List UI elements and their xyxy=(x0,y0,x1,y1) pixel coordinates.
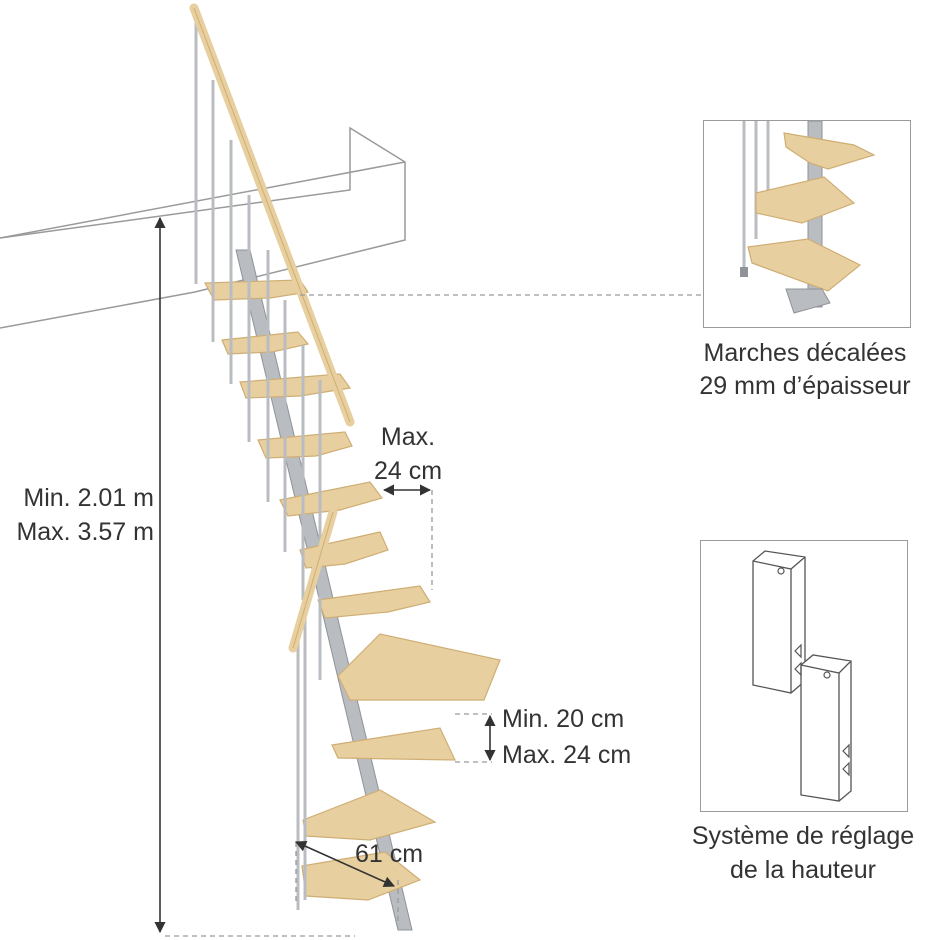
reference-lines xyxy=(165,294,703,937)
tread-1 xyxy=(204,279,310,301)
inset-height-adjustment-caption-line2: de la hauteur xyxy=(730,856,876,884)
tread-7 xyxy=(317,585,431,619)
tread-5 xyxy=(279,481,384,517)
width-label: 61 cm xyxy=(355,840,424,868)
tread-10 xyxy=(302,789,437,841)
height-min-label: Min. 2.01 m xyxy=(23,484,154,512)
floor-slab xyxy=(0,126,406,329)
stair-stringer xyxy=(235,249,413,931)
tread-4 xyxy=(257,431,353,459)
inset-offset-treads-caption-line1: Marches décalées xyxy=(703,339,907,367)
offset-treads-drawing xyxy=(740,121,876,314)
tread-9 xyxy=(331,727,456,761)
rise-max-label: Max. 24 cm xyxy=(502,741,632,769)
height-adjustment-drawing xyxy=(752,550,852,802)
tread-depth-label-line1: Max. xyxy=(380,423,436,451)
inset-offset-treads-caption-line2: 29 mm d’épaisseur xyxy=(699,372,911,400)
rise-min-label: Min. 20 cm xyxy=(502,705,625,733)
handrail-upper-edge xyxy=(193,7,351,423)
inset-offset-treads xyxy=(703,120,911,328)
width-arrow xyxy=(294,841,396,887)
inset-height-adjustment xyxy=(700,540,908,812)
tread-depth-label-line2: 24 cm xyxy=(373,457,443,485)
height-max-label: Max. 3.57 m xyxy=(16,518,154,546)
tread-2 xyxy=(221,331,310,355)
handrail-lower-edge xyxy=(292,511,334,649)
tread-8 xyxy=(337,633,501,701)
dimension-arrows xyxy=(154,216,496,934)
inset-height-adjustment-caption-line1: Système de réglage xyxy=(691,822,915,850)
handrails xyxy=(189,3,355,653)
